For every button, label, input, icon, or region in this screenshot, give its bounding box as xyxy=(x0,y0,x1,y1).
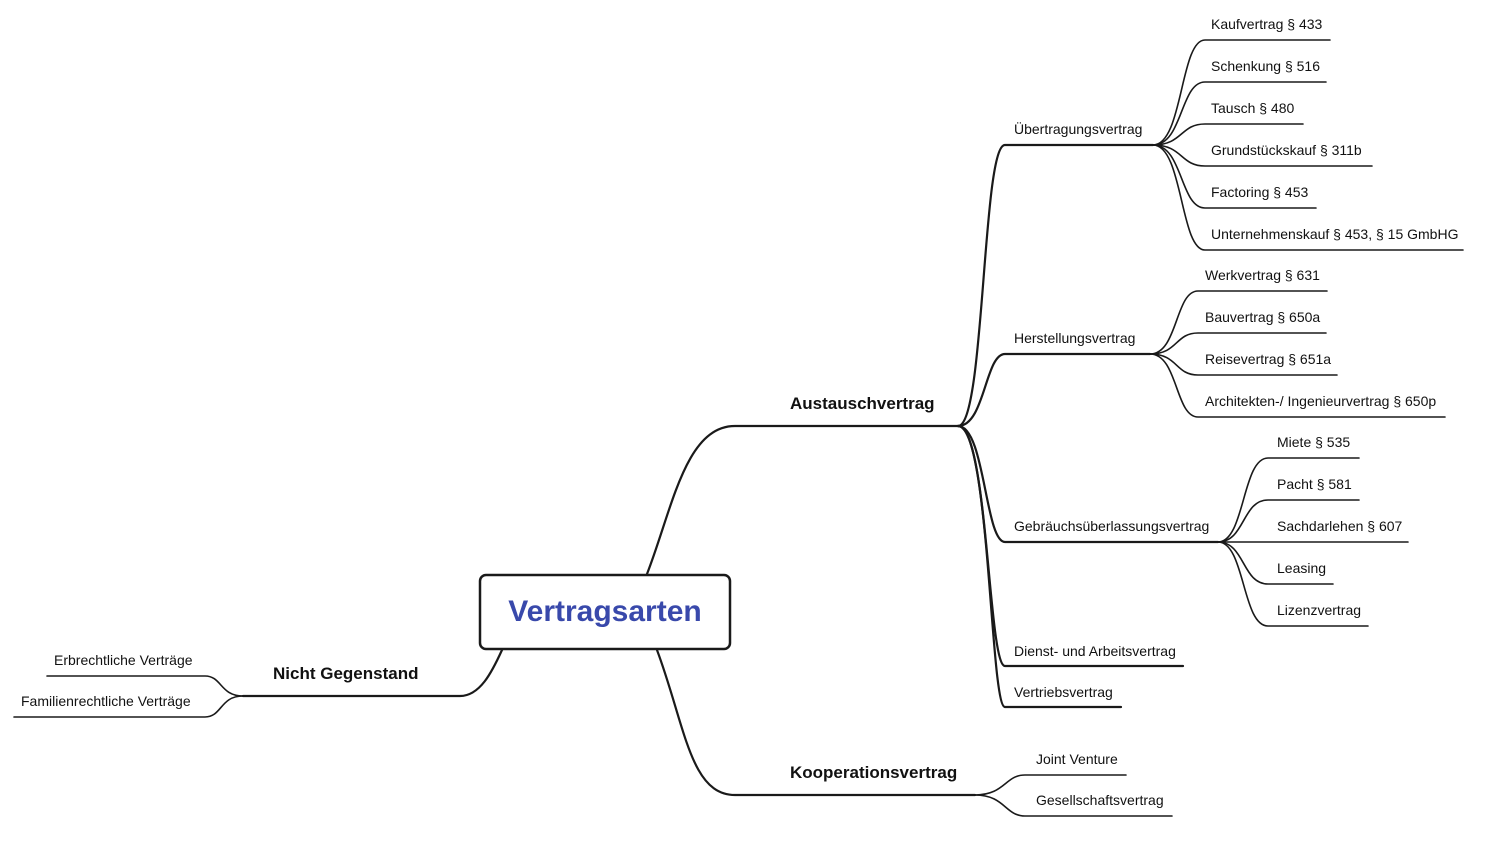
connector-austausch-gebrauch xyxy=(956,424,1220,544)
leaf-schenkung[interactable]: Schenkung § 516 xyxy=(1211,58,1320,74)
root-node-label: Vertragsarten xyxy=(508,595,701,628)
root-node[interactable] xyxy=(478,573,732,651)
connector-leaf-schenkung xyxy=(1152,81,1327,146)
connector-leaf-kaufvertrag xyxy=(1152,39,1331,146)
leaf-sachdarlehen[interactable]: Sachdarlehen § 607 xyxy=(1277,518,1403,534)
connector-leaf-architektenvertrag xyxy=(1149,353,1446,418)
connector-leaf-familienrecht xyxy=(13,695,244,718)
connector-leaf-erbrecht xyxy=(46,675,244,697)
connector-root-kooperation xyxy=(655,648,977,797)
connector-leaf-reisevertrag xyxy=(1149,353,1338,376)
connector-leaf-bauvertrag xyxy=(1149,332,1327,355)
leaf-gesellschaftsvertrag[interactable]: Gesellschaftsvertrag xyxy=(1036,792,1164,808)
leaf-familienrechtliche-vertraege[interactable]: Familienrechtliche Verträge xyxy=(21,693,191,709)
connector-leaf-miete xyxy=(1217,457,1360,543)
node-gebrauchsueberlassungsvertrag[interactable]: Gebräuchsüberlassungsvertrag xyxy=(1014,518,1209,534)
leaf-miete[interactable]: Miete § 535 xyxy=(1277,434,1350,450)
leaf-lizenzvertrag[interactable]: Lizenzvertrag xyxy=(1277,602,1361,618)
leaf-unternehmenskauf[interactable]: Unternehmenskauf § 453, § 15 GmbHG xyxy=(1211,226,1458,242)
connector-leaf-unternehmenskauf xyxy=(1152,144,1464,251)
leaf-erbrechtliche-vertraege[interactable]: Erbrechtliche Verträge xyxy=(54,652,193,668)
node-nicht-gegenstand[interactable]: Nicht Gegenstand xyxy=(273,664,418,683)
connector-root-austausch xyxy=(645,424,960,576)
leaf-reisevertrag[interactable]: Reisevertrag § 651a xyxy=(1205,351,1331,367)
node-dienst-arbeitsvertrag[interactable]: Dienst- und Arbeitsvertrag xyxy=(1014,643,1176,659)
connector-leaf-pacht xyxy=(1217,499,1360,543)
connector-austausch-herstellung xyxy=(956,352,1152,428)
leaf-architektenvertrag[interactable]: Architekten-/ Ingenieurvertrag § 650p xyxy=(1205,393,1436,409)
node-vertriebsvertrag[interactable]: Vertriebsvertrag xyxy=(1014,684,1113,700)
leaf-grundstueckskauf[interactable]: Grundstückskauf § 311b xyxy=(1211,142,1362,158)
connector-leaf-tausch xyxy=(1152,123,1304,146)
connector-leaf-factoring xyxy=(1152,144,1317,209)
connector-austausch-dienst xyxy=(956,424,1185,668)
leaf-factoring[interactable]: Factoring § 453 xyxy=(1211,184,1308,200)
connector-leaf-lizenzvertrag xyxy=(1217,541,1369,627)
connector-leaf-gesellschaftsvertrag xyxy=(974,794,1173,817)
connector-austausch-uebertragung xyxy=(956,143,1155,428)
leaf-joint-venture[interactable]: Joint Venture xyxy=(1036,751,1118,767)
connector-leaf-werkvertrag xyxy=(1149,290,1328,355)
connector-leaf-leasing xyxy=(1217,541,1334,585)
leaf-kaufvertrag[interactable]: Kaufvertrag § 433 xyxy=(1211,16,1323,32)
connector-austausch-vertrieb xyxy=(956,424,1123,709)
leaf-leasing[interactable]: Leasing xyxy=(1277,560,1326,576)
node-austauschvertrag[interactable]: Austauschvertrag xyxy=(790,394,935,413)
leaf-bauvertrag[interactable]: Bauvertrag § 650a xyxy=(1205,309,1320,325)
node-herstellungsvertrag[interactable]: Herstellungsvertrag xyxy=(1014,330,1135,346)
node-uebertragungsvertrag[interactable]: Übertragungsvertrag xyxy=(1014,120,1142,137)
connector-leaf-grundstueckskauf xyxy=(1152,144,1373,167)
leaf-tausch[interactable]: Tausch § 480 xyxy=(1211,100,1294,116)
connector-leaf-joint-venture xyxy=(974,774,1127,796)
leaf-werkvertrag[interactable]: Werkvertrag § 631 xyxy=(1205,267,1320,283)
connector-root-nicht xyxy=(241,648,504,698)
leaf-pacht[interactable]: Pacht § 581 xyxy=(1277,476,1352,492)
node-kooperationsvertrag[interactable]: Kooperationsvertrag xyxy=(790,763,957,782)
